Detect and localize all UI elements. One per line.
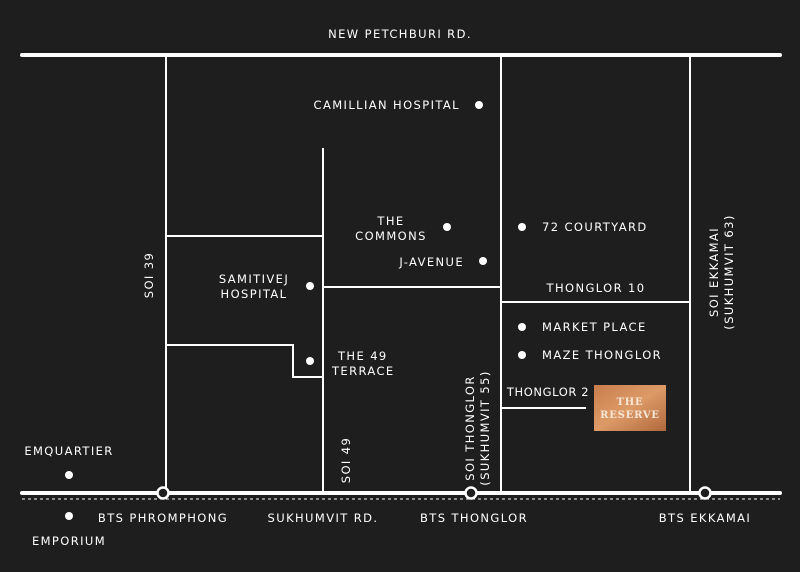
the-commons-label-line2: COMMONS	[355, 229, 427, 243]
soi-thonglor-subtitle: (SUKHUMVIT 55)	[478, 370, 492, 485]
thonglor-10-label: THONGLOR 10	[546, 281, 646, 295]
market-place-marker[interactable]	[518, 323, 526, 331]
samitivej-hospital-label-line2: HOSPITAL	[221, 287, 288, 301]
72-courtyard-label: 72 COURTYARD	[542, 220, 648, 234]
camillian-hospital-label: CAMILLIAN HOSPITAL	[314, 98, 460, 112]
the-reserve-label-line2: RESERVE	[600, 410, 660, 421]
j-avenue-label: J-AVENUE	[398, 255, 464, 269]
72-courtyard-marker[interactable]	[518, 223, 526, 231]
soi-39-label: SOI 39	[142, 252, 156, 298]
the-reserve-label: THE	[617, 397, 644, 408]
the-49-terrace-marker[interactable]	[306, 357, 314, 365]
sukhumvit-road-label: SUKHUMVIT RD.	[268, 511, 379, 525]
the-commons-label: THE	[376, 214, 404, 228]
the-reserve-project-marker[interactable]: THE RESERVE	[594, 385, 666, 431]
thonglor-2-label: THONGLOR 2	[506, 385, 589, 399]
emquartier-marker[interactable]	[65, 471, 73, 479]
emquartier-label: EMQUARTIER	[24, 444, 113, 458]
soi-49-label: SOI 49	[339, 437, 353, 483]
bts-ekkamai-label: BTS EKKAMAI	[659, 511, 751, 525]
bts-thonglor-label: BTS THONGLOR	[420, 511, 528, 525]
bts-thonglor-station-icon[interactable]	[464, 486, 478, 500]
the-reserve-badge	[594, 385, 666, 431]
j-avenue-marker[interactable]	[479, 257, 487, 265]
the-49-terrace-label-line2: TERRACE	[331, 364, 395, 378]
the-49-terrace-label: THE 49	[337, 349, 388, 363]
soi-ekkamai-label: SOI EKKAMAI	[707, 227, 721, 317]
market-place-label: MARKET PLACE	[542, 320, 647, 334]
samitivej-hospital-marker[interactable]	[306, 282, 314, 290]
emporium-marker[interactable]	[65, 512, 73, 520]
maze-thonglor-marker[interactable]	[518, 351, 526, 359]
samitivej-hospital-label: SAMITIVEJ	[219, 272, 289, 286]
bts-phromphong-station-icon[interactable]	[156, 486, 170, 500]
camillian-hospital-marker[interactable]	[475, 101, 483, 109]
connector-road	[166, 344, 323, 378]
maze-thonglor-label: MAZE THONGLOR	[542, 348, 662, 362]
soi-ekkamai-subtitle: (SUKHUMVIT 63)	[722, 214, 736, 329]
new-petchburi-road-label: NEW PETCHBURI RD.	[328, 27, 472, 41]
emporium-label: EMPORIUM	[32, 534, 106, 548]
the-commons-marker[interactable]	[443, 223, 451, 231]
bts-phromphong-label: BTS PHROMPHONG	[98, 511, 228, 525]
bts-ekkamai-station-icon[interactable]	[698, 486, 712, 500]
soi-thonglor-label: SOI THONGLOR	[463, 375, 477, 480]
